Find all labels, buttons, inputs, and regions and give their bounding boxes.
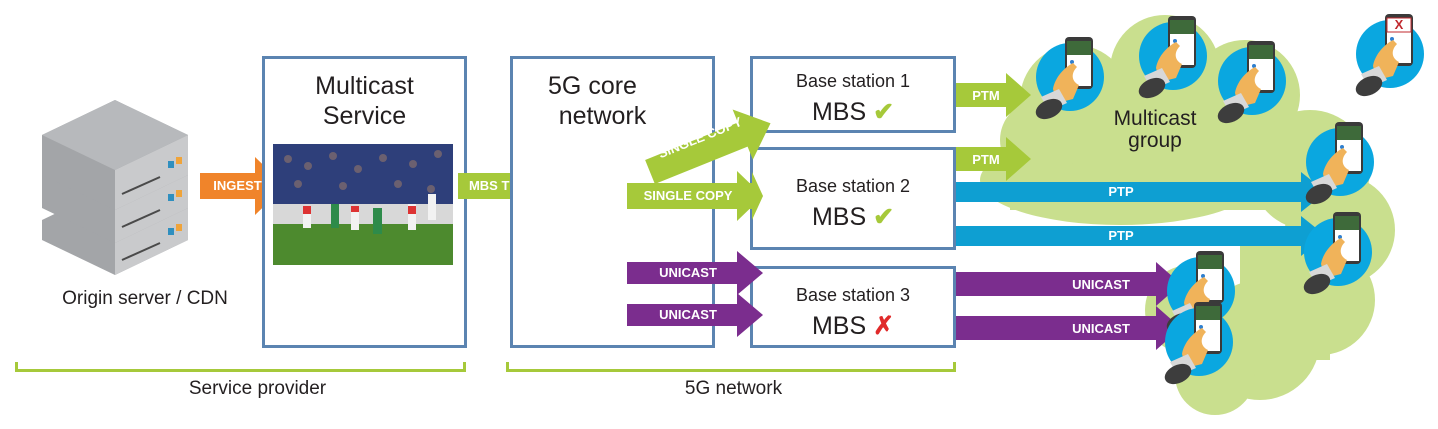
- check-icon: ✔: [873, 203, 895, 231]
- ptp-arrow-1: [956, 172, 1326, 212]
- ptp-arrow-1-label: PTP: [1108, 184, 1134, 199]
- base-station-2-title: Base station 2: [795, 176, 911, 196]
- phone-user-icon: [1135, 16, 1207, 103]
- base-station-1-mbs: MBS ✔: [753, 97, 953, 127]
- unicast-arrow-core-1-label: UNICAST: [659, 265, 717, 280]
- excluded-phone-user-icon: [1352, 14, 1424, 101]
- ingest-arrow-label: INGEST: [213, 178, 262, 193]
- multicast-service-title-line1: Multicast: [315, 72, 414, 100]
- mbs-label: MBS: [811, 203, 867, 231]
- base-station-3-mbs: MBS ✗: [753, 311, 953, 341]
- ptp-arrow-2-label: PTP: [1108, 228, 1134, 243]
- origin-server: [40, 90, 190, 275]
- service-provider-label: Service provider: [188, 378, 327, 399]
- core-network-title-line2: network: [558, 102, 647, 130]
- base-station-2-mbs: MBS ✔: [753, 202, 953, 232]
- soccer-match-image: [273, 144, 453, 265]
- ptm-arrow-2-label: PTM: [972, 152, 1000, 167]
- single-copy-arrow-2-label: SINGLE COPY: [643, 188, 733, 203]
- ptm-arrow-1-label: PTM: [972, 88, 1000, 103]
- base-station-2-box: Base station 2 MBS ✔: [750, 147, 956, 250]
- core-network-title-line1: 5G core: [548, 72, 637, 100]
- unicast-arrow-bs-2-label: UNICAST: [1072, 321, 1130, 336]
- phone-user-icon: [1300, 212, 1372, 299]
- unicast-arrow-core-2: [627, 293, 763, 337]
- ptm-arrow-1: [956, 73, 1031, 117]
- phone-user-icon: [1302, 122, 1374, 209]
- 5g-network-label: 5G network: [684, 378, 783, 399]
- base-station-1-box: Base station 1 MBS ✔: [750, 56, 956, 133]
- ptp-arrow-2: [956, 216, 1326, 256]
- unicast-arrow-core-2-label: UNICAST: [659, 307, 717, 322]
- single-copy-arrow-1: [645, 109, 771, 185]
- base-station-3-title: Base station 3: [795, 285, 911, 305]
- single-copy-arrow-2: [627, 172, 763, 220]
- ptm-arrow-2: [956, 137, 1031, 181]
- multicast-group-label-line1: Multicast: [1113, 107, 1197, 130]
- multicast-service-title-line2: Service: [322, 102, 407, 130]
- multicast-group-label: Multicast group: [1095, 108, 1215, 152]
- unicast-arrow-core-1: [627, 251, 763, 295]
- phone-user-icon: [1161, 302, 1233, 389]
- base-station-1-title: Base station 1: [795, 71, 911, 91]
- 5g-network-bracket: [506, 362, 956, 372]
- single-copy-arrow-2-head: [737, 171, 763, 221]
- excluded-badge: X: [1394, 17, 1404, 32]
- cross-icon: ✗: [873, 312, 895, 340]
- unicast-arrow-bs-2: [956, 306, 1181, 350]
- multicast-group-label-line2: group: [1128, 129, 1182, 152]
- phone-user-icon: [1032, 37, 1104, 124]
- mbs-label: MBS: [811, 98, 867, 126]
- base-station-3-box: Base station 3 MBS ✗: [750, 266, 956, 348]
- service-provider-bracket: [15, 362, 466, 372]
- origin-server-label: Origin server / CDN: [62, 288, 228, 309]
- check-icon: ✔: [873, 98, 895, 126]
- unicast-arrow-bs-1: [956, 262, 1181, 306]
- mbs-label: MBS: [811, 312, 867, 340]
- unicast-arrow-bs-1-label: UNICAST: [1072, 277, 1130, 292]
- server-stack-icon: [42, 100, 188, 275]
- phone-user-icon: [1214, 41, 1286, 128]
